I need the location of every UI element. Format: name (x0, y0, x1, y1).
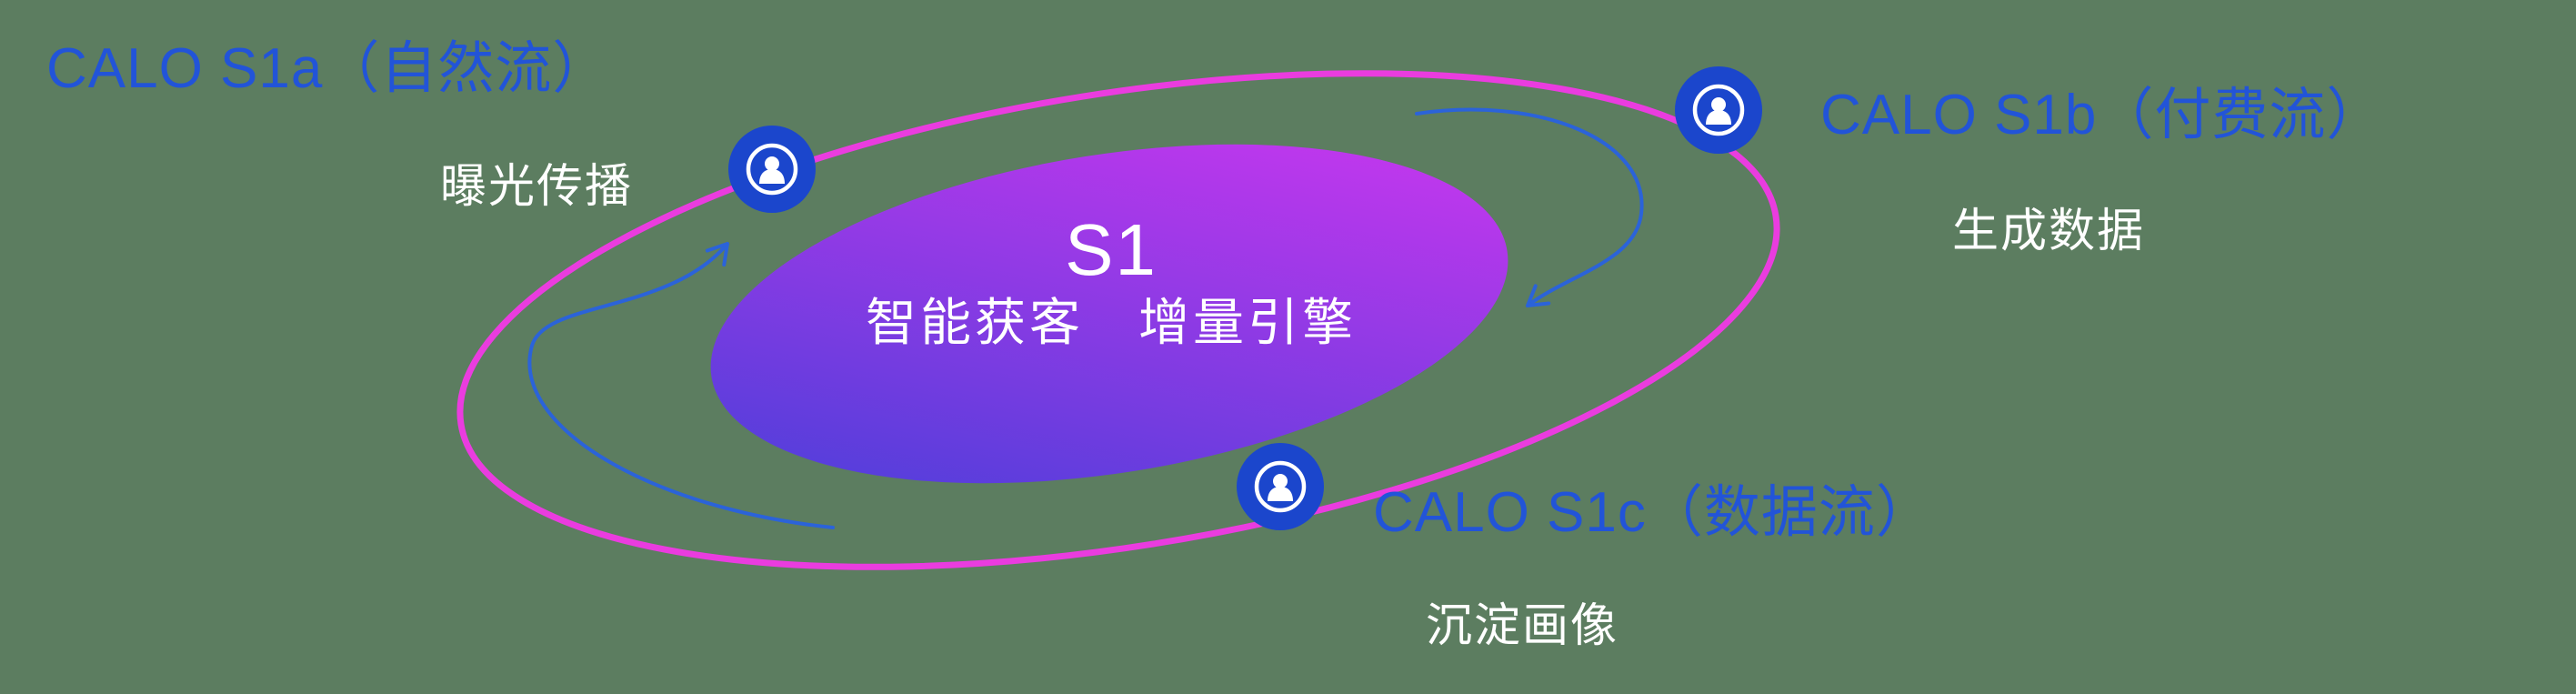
person-icon (1237, 443, 1324, 530)
flow-arrow-left-icon (527, 242, 835, 529)
label-s1a: CALO S1a（自然流） (46, 37, 610, 100)
sublabel-s1c: 沉淀画像 (1426, 599, 1619, 651)
core-ellipse (710, 144, 1509, 484)
person-icon (1675, 66, 1762, 154)
label-s1b: CALO S1b（付费流） (1820, 84, 2384, 146)
label-s1c: CALO S1c（数据流） (1373, 481, 1933, 544)
core-text: S1 智能获客 增量引擎 (866, 214, 1357, 348)
person-icon (728, 126, 816, 213)
orbit-ring (456, 70, 1780, 570)
sublabel-s1a: 曝光传播 (440, 160, 634, 212)
core-subtitle: 智能获客 增量引擎 (866, 294, 1357, 351)
node-s1b (1675, 66, 1762, 154)
flow-arrow-right-icon (1415, 107, 1644, 307)
core-title: S1 (1065, 209, 1158, 290)
node-s1c (1237, 443, 1324, 530)
sublabel-s1b: 生成数据 (1952, 205, 2146, 256)
node-s1a (728, 126, 816, 213)
